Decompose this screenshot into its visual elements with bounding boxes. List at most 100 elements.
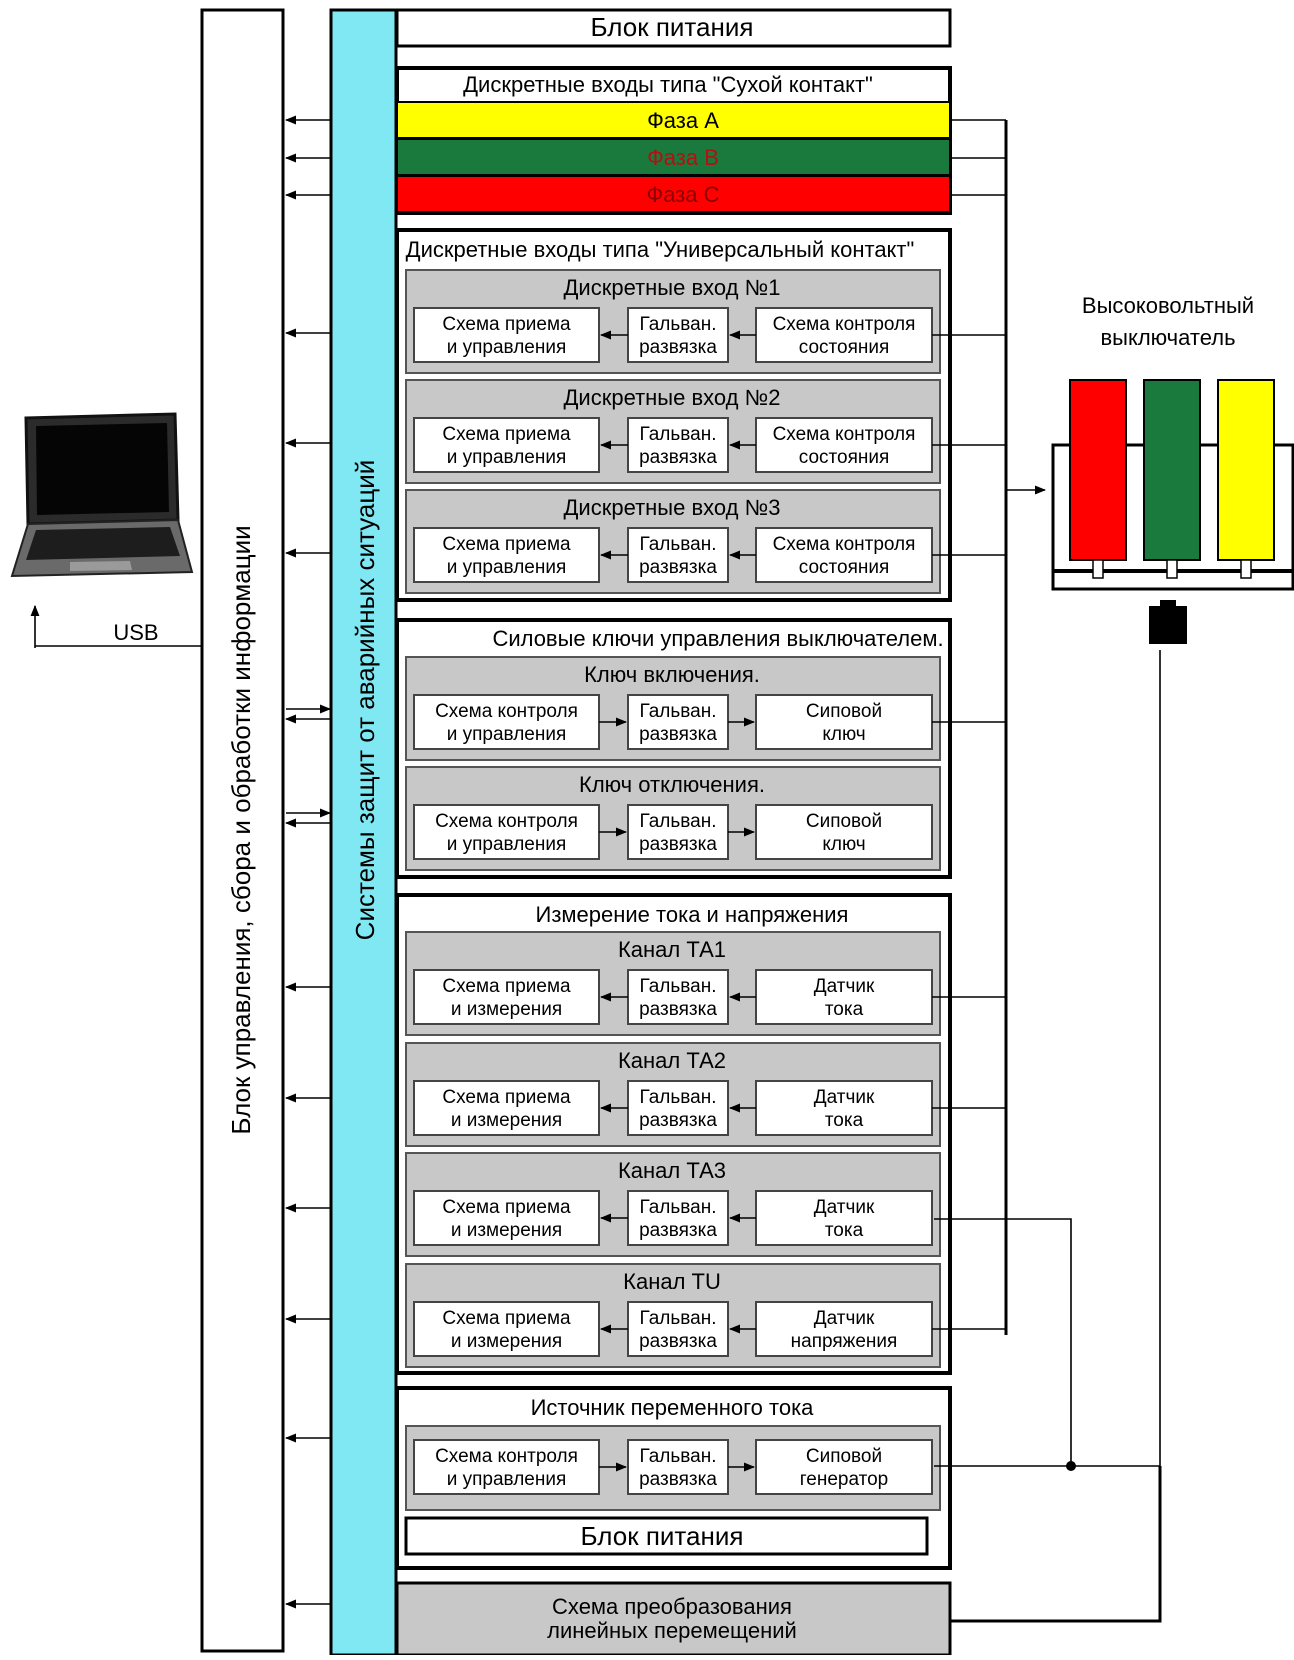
channel-3-right-text-1: Схема контроля: [773, 534, 916, 555]
ac-source-mid-text-2: развязка: [639, 1469, 717, 1490]
channel-2-left-text-1: Схема приема: [442, 424, 571, 445]
phase-b-bar: [396, 138, 951, 176]
channel-3-mid-text-1: Гальван.: [640, 534, 717, 555]
channel-9-right-text-1: Датчик: [814, 1308, 875, 1329]
channel-5-left-text-2: и управления: [447, 834, 567, 855]
channel-1-mid-text-2: развязка: [639, 337, 717, 358]
channel-1-left-text-1: Схема приема: [442, 314, 571, 335]
channel-7-mid-text-1: Гальван.: [640, 1087, 717, 1108]
channel-4-mid-text-1: Гальван.: [640, 701, 717, 722]
channel-2-mid-text-2: развязка: [639, 447, 717, 468]
channel-8-left-text-1: Схема приема: [442, 1197, 571, 1218]
channel-3-left-box: [413, 527, 600, 583]
channel-6-left-text-2: и измерения: [451, 999, 562, 1020]
control-block: Блок управления, сбора и обработки инфор…: [200, 8, 285, 1653]
linear-line-2: линейных перемещений: [547, 1618, 797, 1643]
power-block-top: Блок питания: [395, 8, 952, 48]
breaker-pole-green: [1143, 379, 1201, 561]
channel-panel-title: Канал ТА3: [618, 1158, 726, 1183]
channel-7-right-text-1: Датчик: [814, 1087, 875, 1108]
usb-connection: USB: [30, 604, 201, 648]
channel-6-left-text-1: Схема приема: [442, 976, 571, 997]
power-block-top-label: Блок питания: [591, 12, 754, 42]
channel-panel-title: Канал ТА2: [618, 1048, 726, 1073]
linear-line-1: Схема преобразования: [552, 1594, 792, 1619]
control-block-label: Блок управления, сбора и обработки инфор…: [226, 525, 256, 1134]
breaker-label-1: Высоковольтный: [1082, 293, 1254, 318]
dry-contact-title: Дискретные входы типа "Сухой контакт": [463, 72, 873, 97]
channel-1-mid-box: [627, 307, 729, 363]
channel-9-mid-text-1: Гальван.: [640, 1308, 717, 1329]
channel-8-mid-text-2: развязка: [639, 1220, 717, 1241]
channel-1-left-text-2: и управления: [447, 337, 567, 358]
channel-panel-title: Дискретные вход №1: [564, 275, 781, 300]
channel-5-right-text-2: ключ: [822, 834, 865, 855]
dry-contact-section: Дискретные входы типа "Сухой контакт" Фа…: [395, 66, 952, 215]
channel-9-right-text-2: напряжения: [791, 1331, 898, 1352]
channel-2-right-box: [755, 417, 933, 473]
channel-6-mid-text-1: Гальван.: [640, 976, 717, 997]
ac-power-block: [404, 1516, 929, 1556]
channel-9-left-box: [413, 1301, 600, 1357]
channel-8-left-box: [413, 1190, 600, 1246]
breaker: Высоковольтный выключатель: [1051, 293, 1294, 644]
channel-2-right-text-1: Схема контроля: [773, 424, 916, 445]
ac-power-block-label: Блок питания: [581, 1521, 744, 1551]
channel-6-right-text-1: Датчик: [814, 976, 875, 997]
channel-panel-title: Ключ отключения.: [579, 772, 765, 797]
ac-source-left-text-1: Схема контроля: [435, 1446, 578, 1467]
channel-8-mid-box: [627, 1190, 729, 1246]
channel-4-right-text-2: ключ: [822, 724, 865, 745]
channel-2-mid-text-1: Гальван.: [640, 424, 717, 445]
phase-c-bar: [396, 175, 951, 213]
channel-5-mid-text-2: развязка: [639, 834, 717, 855]
phase-c-label: Фаза C: [646, 182, 719, 207]
signal-arrows: [284, 115, 332, 1609]
channel-4-right-box: [755, 694, 933, 750]
laptop-icon: [10, 412, 194, 578]
protection-label: Системы защит от аварийных ситуаций: [350, 460, 380, 941]
channel-6-mid-box: [627, 969, 729, 1025]
channel-1-mid-text-1: Гальван.: [640, 314, 717, 335]
channel-9-left-text-1: Схема приема: [442, 1308, 571, 1329]
channel-1-right-text-1: Схема контроля: [773, 314, 916, 335]
measurement-title: Измерение тока и напряжения: [536, 902, 849, 927]
channel-3-left-text-2: и управления: [447, 557, 567, 578]
ac-source-right-box: [755, 1439, 933, 1495]
ac-source-left-text-2: и управления: [447, 1469, 567, 1490]
channel-panel-title: Дискретные вход №3: [564, 495, 781, 520]
channel-4-left-text-2: и управления: [447, 724, 567, 745]
breaker-pole-yellow: [1217, 379, 1275, 561]
channel-7-left-text-1: Схема приема: [442, 1087, 571, 1108]
breaker-label-2: выключатель: [1100, 325, 1235, 350]
channel-9-mid-text-2: развязка: [639, 1331, 717, 1352]
channel-7-mid-text-2: развязка: [639, 1110, 717, 1131]
channel-panel-title: Ключ включения.: [584, 662, 760, 687]
channel-5-right-box: [755, 804, 933, 860]
channel-2-left-text-2: и управления: [447, 447, 567, 468]
channel-8-right-text-1: Датчик: [814, 1197, 875, 1218]
channel-6-mid-text-2: развязка: [639, 999, 717, 1020]
channel-7-mid-box: [627, 1080, 729, 1136]
channel-panel-title: Канал TU: [623, 1269, 721, 1294]
channel-4-left-box: [413, 694, 600, 750]
phase-a-label: Фаза А: [647, 108, 719, 133]
channel-4-right-text-1: Сиповой: [806, 701, 882, 722]
universal-title: Дискретные входы типа "Универсальный кон…: [406, 237, 915, 262]
power-keys-title: Силовые ключи управления выключателем.: [492, 626, 943, 651]
protection-block: Системы защит от аварийных ситуаций: [329, 8, 398, 1657]
channel-5-left-text-1: Схема контроля: [435, 811, 578, 832]
linear-sensor-icon: [1149, 606, 1187, 644]
channel-3-right-text-2: состояния: [799, 557, 890, 578]
ac-source-left-box: [413, 1439, 600, 1495]
channel-panel-title: Канал ТА1: [618, 937, 726, 962]
channel-4-left-text-1: Схема контроля: [435, 701, 578, 722]
ac-source-right-text-1: Сиповой: [806, 1446, 882, 1467]
